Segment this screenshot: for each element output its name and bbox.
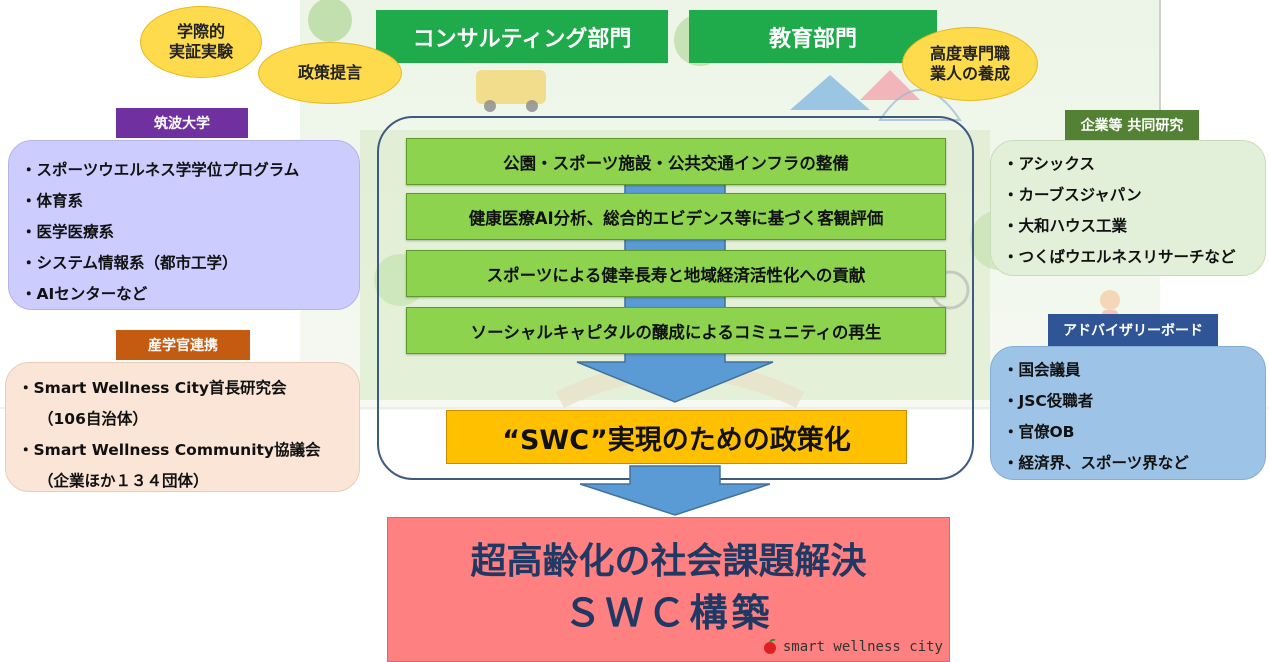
row-text: 健康医療AI分析、総合的エビデンス等に基づく客観評価 <box>468 208 884 228</box>
policy-text: “SWC”実現のための政策化 <box>502 424 851 456</box>
center-row-infrastructure: 公園・スポーツ施設・公共交通インフラの整備 <box>406 138 946 185</box>
joint-research-companies-panel: ・アシックス ・カーブスジャパン ・大和ハウス工業 ・つくばウエルネスリサーチな… <box>990 140 1266 276</box>
industry-item: （企業ほか１３４団体） <box>38 472 209 490</box>
logo-text: smart wellness city <box>782 639 943 655</box>
consulting-division-label: コンサルティング部門 <box>412 26 632 52</box>
center-row-ai-analysis: 健康医療AI分析、総合的エビデンス等に基づく客観評価 <box>406 193 946 240</box>
center-row-social-capital: ソーシャルキャピタルの醸成によるコミュニティの再生 <box>406 307 946 354</box>
interdisciplinary-experiment-bubble: 学際的 実証実験 <box>140 6 262 78</box>
company-item: ・大和ハウス工業 <box>1003 217 1128 235</box>
company-item: ・つくばウエルネスリサーチなど <box>1003 248 1236 266</box>
advisory-board-panel: ・国会議員 ・JSC役職者 ・官僚OB ・経済界、スポーツ界など <box>990 346 1266 480</box>
tsukuba-item: ・システム情報系（都市工学） <box>21 254 238 272</box>
policy-proposal-bubble: 政策提言 <box>258 42 402 104</box>
apple-icon <box>763 639 776 654</box>
row-text: スポーツによる健幸長寿と地域経済活性化への貢献 <box>486 265 866 285</box>
tag-label: アドバイザリーボード <box>1063 323 1203 339</box>
result-title-line2: ＳＷＣ構築 <box>563 591 774 635</box>
advisory-item: ・JSC役職者 <box>1003 392 1094 410</box>
joint-research-companies-tag: 企業等 共同研究 <box>1065 110 1199 140</box>
result-title-line1: 超高齢化の社会課題解決 <box>470 541 867 582</box>
tag-label: 企業等 共同研究 <box>1080 118 1184 134</box>
education-division-box: 教育部門 <box>689 10 937 63</box>
bubble-text-line1: 学際的 <box>176 22 225 41</box>
industry-item: ・Smart Wellness City首長研究会 <box>18 379 287 397</box>
swc-result-box: 超高齢化の社会課題解決 ＳＷＣ構築 smart wellness city <box>387 517 950 662</box>
tsukuba-item: ・AIセンターなど <box>21 285 148 303</box>
advisory-item: ・国会議員 <box>1003 361 1081 379</box>
tsukuba-university-tag: 筑波大学 <box>116 108 248 138</box>
advisory-board-tag: アドバイザリーボード <box>1048 314 1218 346</box>
advisory-item: ・官僚OB <box>1003 423 1075 441</box>
bubble-text-line2: 実証実験 <box>168 42 233 61</box>
bubble-text-line1: 高度専門職 <box>929 44 1010 63</box>
advisory-item: ・経済界、スポーツ界など <box>1003 454 1189 472</box>
consulting-division-box: コンサルティング部門 <box>376 10 668 63</box>
industry-academia-government-tag: 産学官連携 <box>116 330 250 360</box>
bubble-text: 政策提言 <box>297 63 362 82</box>
tsukuba-item: ・体育系 <box>21 192 84 210</box>
tsukuba-university-panel: ・スポーツウエルネス学学位プログラム ・体育系 ・医学医療系 ・システム情報系（… <box>8 140 360 310</box>
row-text: ソーシャルキャピタルの醸成によるコミュニティの再生 <box>470 322 882 342</box>
education-division-label: 教育部門 <box>768 26 857 52</box>
center-row-longevity: スポーツによる健幸長寿と地域経済活性化への貢献 <box>406 250 946 297</box>
smart-wellness-city-logo: smart wellness city <box>760 639 943 655</box>
row-text: 公園・スポーツ施設・公共交通インフラの整備 <box>503 153 849 173</box>
tsukuba-item: ・医学医療系 <box>21 223 115 241</box>
industry-item: ・Smart Wellness Community協議会 <box>18 441 321 459</box>
result-down-arrow <box>579 465 771 516</box>
professional-training-bubble: 高度専門職 業人の養成 <box>902 27 1038 101</box>
tag-label: 筑波大学 <box>154 116 210 132</box>
industry-item: （106自治体） <box>38 410 148 428</box>
industry-academia-government-panel: ・Smart Wellness City首長研究会 （106自治体） ・Smar… <box>5 362 360 492</box>
tag-label: 産学官連携 <box>148 338 218 354</box>
company-item: ・アシックス <box>1003 155 1095 173</box>
swc-policy-box: “SWC”実現のための政策化 <box>446 410 907 464</box>
tsukuba-item: ・スポーツウエルネス学学位プログラム <box>21 161 300 179</box>
bubble-text-line2: 業人の養成 <box>929 64 1010 83</box>
company-item: ・カーブスジャパン <box>1003 186 1142 204</box>
